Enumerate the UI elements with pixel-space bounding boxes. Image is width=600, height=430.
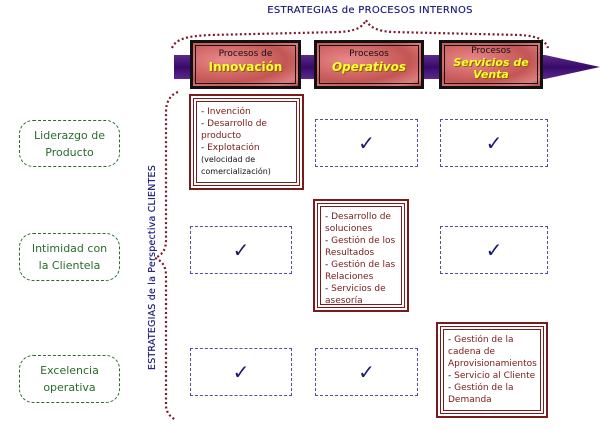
cell-innovacion-excelencia: ✓ — [190, 348, 292, 396]
strategy-label-line2: operativa — [43, 381, 96, 394]
cell-innovacion-intimidad: ✓ — [190, 226, 292, 274]
strategy-excelencia-operativa: Excelencia operativa — [19, 355, 120, 403]
strategy-intimidad-clientela: Intimidad con la Clientela — [19, 233, 120, 281]
process-main-label: Innovación — [208, 60, 283, 74]
strategy-label-line2: Producto — [45, 145, 94, 159]
check-icon: ✓ — [485, 131, 503, 155]
detail-note: (velocidad de comercialización) — [201, 155, 271, 176]
process-servicio-venta: Procesos Servicios de Venta — [439, 40, 543, 89]
detail-item: - Gestión de los Resultados — [325, 236, 396, 258]
check-icon: ✓ — [358, 360, 375, 384]
cell-venta-liderazgo: ✓ — [440, 119, 548, 167]
process-sub-label: Procesos — [471, 46, 511, 56]
detail-item: - Desarrollo de producto — [201, 119, 267, 141]
strategy-label-line1: Liderazgo de — [34, 128, 105, 142]
strategy-label-line1: Intimidad con — [31, 242, 108, 255]
detail-item: - Gestión de las Relaciones — [325, 260, 396, 282]
cell-operativos-excelencia: ✓ — [315, 348, 418, 396]
top-brace — [170, 17, 550, 49]
process-sub-label: Procesos — [349, 49, 389, 59]
process-main-label: Operativos — [331, 60, 406, 74]
strategy-liderazgo-producto: Liderazgo de Producto — [19, 120, 120, 167]
check-icon: ✓ — [358, 131, 375, 155]
detail-operativos-intimidad: - Desarrollo de soluciones - Gestión de … — [313, 199, 409, 312]
process-main-label: Servicios de Venta — [453, 56, 529, 81]
process-operativos: Procesos Operativos — [314, 40, 424, 89]
detail-item: - Servicios de asesoría — [325, 284, 386, 306]
side-brace — [152, 90, 179, 421]
process-innovacion: Procesos de Innovación — [190, 40, 301, 89]
detail-item: - Desarrollo de soluciones — [325, 212, 391, 234]
detail-item: - Explotación — [201, 143, 260, 153]
strategy-label-line2: la Clientela — [38, 259, 101, 272]
detail-innovacion-liderazgo: - Invención - Desarrollo de producto - E… — [189, 94, 304, 190]
check-icon: ✓ — [232, 360, 250, 384]
process-sub-label: Procesos de — [218, 49, 273, 59]
detail-item: - Servicio al Cliente — [448, 371, 536, 381]
cell-venta-intimidad: ✓ — [440, 226, 548, 274]
detail-item: - Invención — [201, 107, 251, 117]
client-perspective-title: ESTRATEGIAS de la Perspectiva CLIENTES — [147, 165, 158, 370]
detail-venta-excelencia: - Gestión de la cadena de Aprovisionamie… — [436, 322, 548, 418]
check-icon: ✓ — [485, 238, 503, 262]
strategy-label-line1: Excelencia — [40, 364, 99, 377]
detail-item: - Gestión de la cadena de Aprovisionamie… — [448, 335, 537, 369]
internal-processes-title: ESTRATEGIAS de PROCESOS INTERNOS — [267, 5, 473, 16]
cell-operativos-liderazgo: ✓ — [315, 119, 418, 167]
detail-item: - Gestión de la Demanda — [448, 383, 514, 405]
check-icon: ✓ — [232, 238, 250, 262]
